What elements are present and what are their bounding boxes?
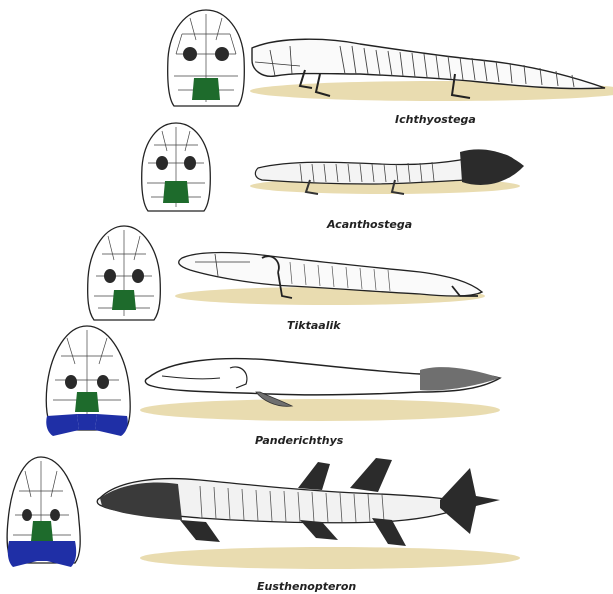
taxon-label: Panderichthys [255, 434, 344, 447]
skull-diagram [7, 457, 80, 567]
skeleton-eusthenopteron [97, 458, 500, 546]
row-tiktaalik: Tiktaalik [88, 226, 485, 332]
row-panderichthys: Panderichthys [46, 326, 500, 447]
skull-diagram [142, 123, 211, 211]
skull-diagram [168, 10, 245, 106]
taxon-label: Ichthyostega [395, 113, 476, 126]
taxon-label: Tiktaalik [287, 319, 341, 332]
taxon-label: Acanthostega [326, 218, 412, 231]
row-eusthenopteron: Eusthenopteron [7, 457, 520, 593]
row-ichthyostega: Ichthyostega [168, 10, 613, 126]
skull-diagram [46, 326, 130, 436]
row-acanthostega: Acanthostega [142, 123, 524, 231]
ground-shadow [140, 399, 500, 421]
skull-diagram [88, 226, 161, 320]
ground-shadow [140, 547, 520, 569]
taxon-label: Eusthenopteron [257, 580, 356, 593]
